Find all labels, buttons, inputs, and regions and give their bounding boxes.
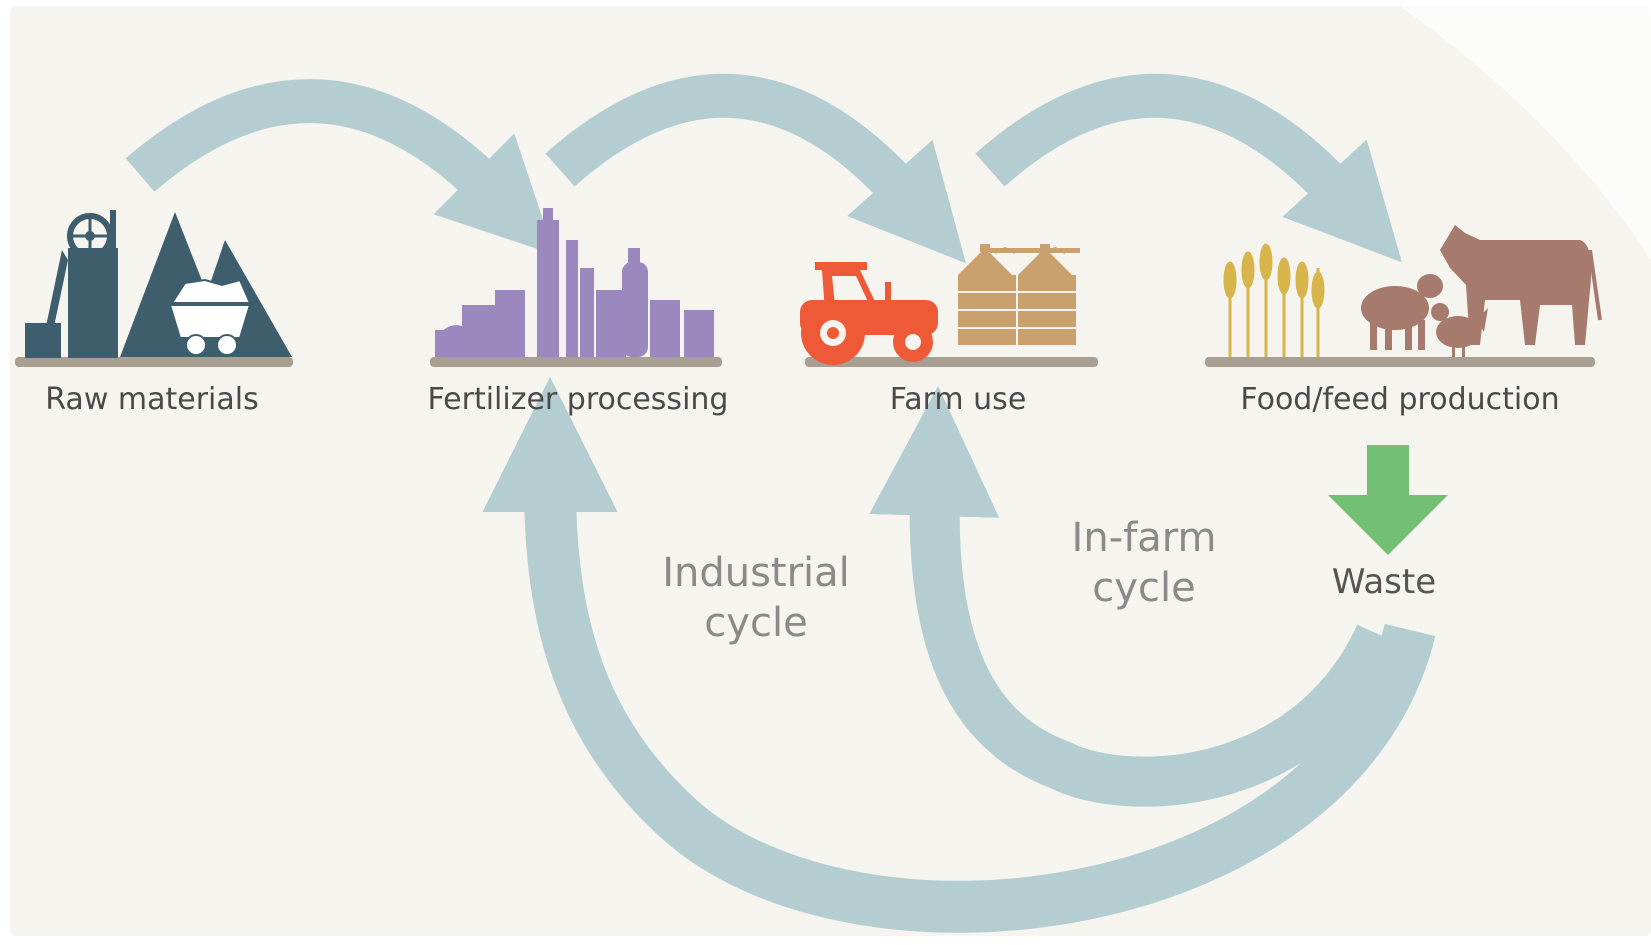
sheep-icon bbox=[1361, 274, 1443, 350]
cow-icon bbox=[1440, 225, 1602, 345]
mine-icon bbox=[25, 210, 292, 358]
waste-arrow-icon bbox=[1328, 445, 1448, 555]
in-farm-cycle-label: In-farm cycle bbox=[1072, 513, 1217, 613]
farm-use-label: Farm use bbox=[889, 382, 1027, 417]
industrial-cycle-line1: Industrial bbox=[662, 550, 850, 596]
corner-shading bbox=[1400, 6, 1651, 260]
industrial-cycle-label: Industrial cycle bbox=[662, 548, 850, 648]
waste-label: Waste bbox=[1331, 562, 1437, 602]
arrow-industrial-cycle bbox=[482, 376, 1436, 933]
arrow-in-farm-cycle bbox=[869, 386, 1403, 807]
ground-lines bbox=[15, 357, 1595, 367]
in-farm-cycle-line1: In-farm bbox=[1071, 515, 1217, 561]
tractor-icon bbox=[800, 262, 938, 365]
in-farm-cycle-line2: cycle bbox=[1092, 565, 1196, 611]
arrow-fertilizer-to-farm bbox=[545, 73, 966, 264]
factory-icon bbox=[435, 208, 714, 357]
wheat-icon bbox=[1223, 243, 1325, 357]
food-feed-production-label: Food/feed production bbox=[1240, 382, 1560, 417]
silo-icon bbox=[958, 244, 1080, 345]
diagram-background bbox=[10, 6, 1651, 936]
arrow-raw-to-fertilizer bbox=[125, 79, 555, 255]
raw-materials-label: Raw materials bbox=[45, 382, 259, 417]
arrow-farm-to-food bbox=[975, 73, 1402, 263]
industrial-cycle-line2: cycle bbox=[704, 600, 808, 646]
chicken-icon bbox=[1431, 303, 1488, 357]
fertilizer-processing-label: Fertilizer processing bbox=[427, 382, 729, 417]
